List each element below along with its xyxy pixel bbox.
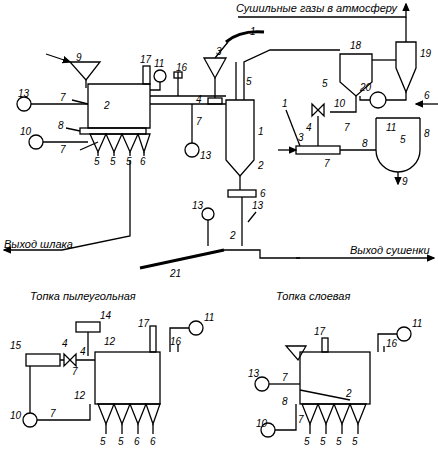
- callout-number: 5: [100, 436, 106, 447]
- callout-number: 1: [282, 98, 288, 109]
- callout-number: 18: [350, 40, 361, 51]
- callout-number: 7: [50, 408, 56, 419]
- callout-number: 10: [10, 410, 21, 421]
- callout-number: 5: [336, 436, 342, 447]
- callout-number: 4: [306, 122, 312, 133]
- callout-number: 16: [176, 62, 187, 73]
- callout-number: 5: [304, 436, 310, 447]
- callout-number: 5: [118, 436, 124, 447]
- callout-number: 21: [170, 268, 181, 279]
- callout-number: 8: [282, 396, 288, 407]
- callout-number: 7: [60, 92, 66, 103]
- callout-number: 5: [126, 156, 132, 167]
- callout-number: 6: [140, 156, 146, 167]
- caption-text: Выход шлака: [4, 238, 73, 250]
- callout-number: 4: [80, 346, 86, 357]
- callout-number: 5: [400, 134, 406, 145]
- callout-number: 11: [386, 122, 396, 133]
- callout-number: 17: [138, 318, 149, 329]
- callout-number: 2: [104, 100, 110, 111]
- callout-number: 5: [320, 436, 326, 447]
- callout-number: 6: [260, 188, 266, 199]
- callout-number: 11: [412, 318, 422, 329]
- callout-number: 15: [10, 340, 21, 351]
- callout-number: 3: [216, 46, 222, 57]
- callout-number: 8: [424, 128, 430, 139]
- callout-number: 13: [252, 200, 263, 211]
- callout-number: 9: [76, 52, 82, 63]
- callout-number: 13: [192, 200, 203, 211]
- callout-number: 16: [170, 336, 181, 347]
- callout-number: 19: [420, 48, 431, 59]
- callout-number: 5: [352, 436, 358, 447]
- callout-number: 2: [258, 160, 264, 171]
- callout-number: 10: [334, 98, 345, 109]
- callout-number: 16: [386, 338, 397, 349]
- callout-number: 12: [74, 390, 85, 401]
- callout-number: 1: [258, 126, 264, 137]
- callout-number: 11: [154, 58, 164, 69]
- caption-text: Топка пылеугольная: [30, 290, 136, 302]
- callout-number: 4: [196, 94, 202, 105]
- callout-number: 7: [298, 414, 304, 425]
- callout-number: 2: [346, 388, 352, 399]
- callout-number: 17: [140, 54, 151, 65]
- callout-number: 7: [72, 366, 78, 377]
- callout-number: 17: [314, 326, 325, 337]
- callout-number: 1: [250, 26, 256, 37]
- callout-number: 10: [256, 418, 267, 429]
- callout-number: 8: [58, 120, 64, 131]
- callout-number: 12: [104, 336, 115, 347]
- callout-number: 5: [94, 156, 100, 167]
- callout-number: 6: [424, 90, 430, 101]
- callout-number: 20: [360, 82, 371, 93]
- caption-text: Сушильные газы в атмосферу: [236, 2, 397, 14]
- callout-number: 7: [196, 116, 202, 127]
- caption-text: Выход сушенки: [350, 244, 430, 256]
- callout-number: 3: [298, 132, 304, 143]
- callout-number: 9: [402, 176, 408, 187]
- callout-number: 7: [324, 158, 330, 169]
- caption-text: Топка слоевая: [276, 290, 350, 302]
- callout-number: 2: [230, 230, 236, 241]
- callout-number: 14: [100, 310, 111, 321]
- callout-number: 7: [282, 372, 288, 383]
- callout-number: 6: [134, 436, 140, 447]
- callout-number: 5: [246, 76, 252, 87]
- callout-number: 7: [60, 144, 66, 155]
- callout-number: 13: [200, 150, 211, 161]
- callout-number: 10: [20, 126, 31, 137]
- callout-number: 5: [322, 78, 328, 89]
- callout-number: 13: [18, 88, 29, 99]
- callout-number: 7: [344, 122, 350, 133]
- callout-number: 6: [150, 436, 156, 447]
- callout-number: 11: [204, 312, 214, 323]
- callout-number: 4: [62, 338, 68, 349]
- callout-number: 5: [110, 156, 116, 167]
- callout-number: 8: [362, 138, 368, 149]
- callout-number: 13: [248, 368, 259, 379]
